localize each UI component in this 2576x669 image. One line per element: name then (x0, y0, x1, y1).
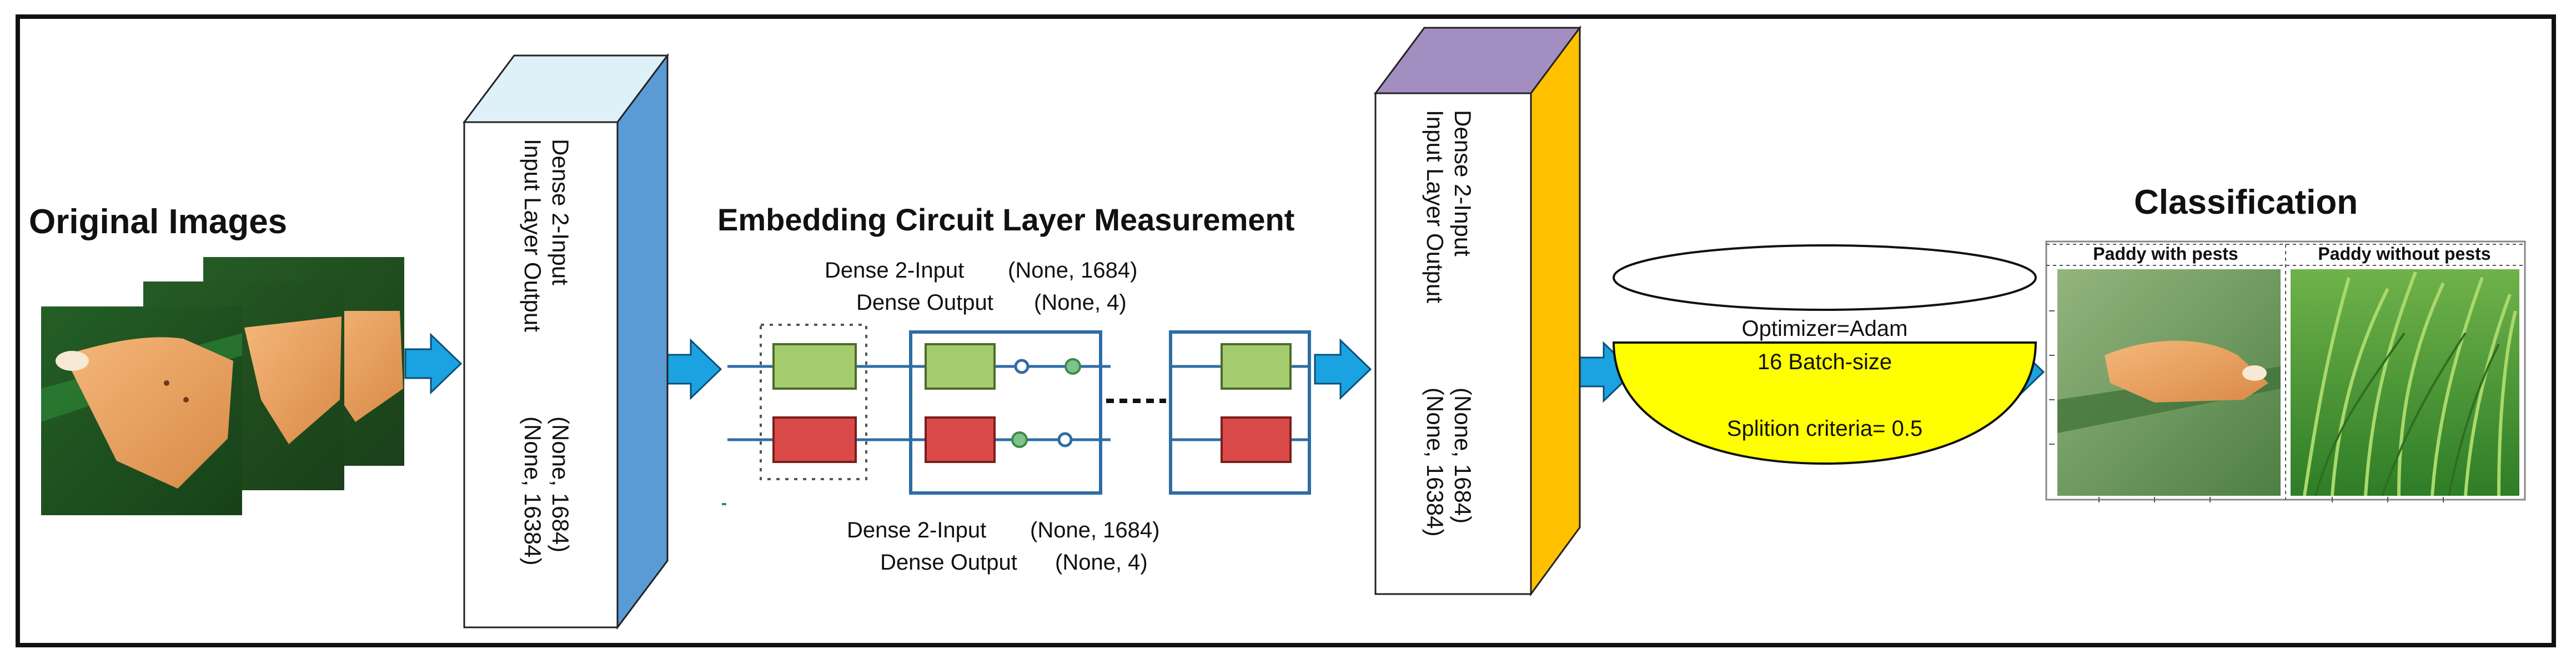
circuit-layer-box-2 (1169, 330, 1311, 495)
encoding-gate-red (772, 416, 857, 463)
circuit-top-output-value: (None, 4) (1034, 290, 1127, 315)
control-dot-2 (1057, 432, 1073, 447)
original-image-1 (41, 306, 242, 515)
target-gate-2 (1011, 431, 1028, 448)
optimizer-label: Optimizer=Adam (1742, 316, 1908, 341)
circuit-top-input-value: (None, 1684) (1008, 258, 1137, 283)
classification-title: Classification (2134, 183, 2358, 222)
target-gate-1 (1064, 358, 1081, 375)
block2-front-face (1374, 92, 1532, 595)
block2-line2-value: (None, 16384) (1422, 388, 1448, 537)
block1-line1-label: Dense 2-Input (548, 139, 574, 285)
bowl-body (1612, 341, 2037, 465)
circuit-bottom-output-value: (None, 4) (1055, 550, 1148, 575)
control-dot-1 (1014, 359, 1030, 374)
image-without-pests (2291, 269, 2519, 496)
split-criteria-label: Splition criteria= 0.5 (1727, 416, 1922, 441)
optimizer-bowl: Optimizer=Adam 16 Batch-size Splition cr… (1612, 244, 2037, 465)
block1-text: Dense 2-Input (None, 1684) Input Layer O… (520, 139, 574, 566)
encoding-box (760, 324, 867, 480)
class-without-pests-label: Paddy without pests (2318, 244, 2490, 264)
original-image-stack (41, 257, 404, 515)
arrow-input-to-circuit (664, 338, 722, 400)
layer2-gate-red (1221, 416, 1292, 463)
circuit-bottom-input-label: Dense 2-Input (847, 518, 986, 542)
circuit-bottom-labels: Dense 2-Input (None, 1684) Dense Output … (847, 518, 1159, 575)
diagram-frame (16, 14, 2556, 647)
class-with-pests-label: Paddy with pests (2093, 244, 2238, 264)
circuit-top-input-label: Dense 2-Input (825, 258, 964, 283)
block1-front-face (463, 121, 619, 628)
input-layer-block: Dense 2-Input (None, 1684) Input Layer O… (463, 53, 669, 630)
circuit-top-output-label: Dense Output (856, 290, 993, 315)
circuit-layer-box-1 (909, 330, 1102, 495)
block1-side-face (616, 53, 669, 630)
layer1-gate-red (925, 416, 996, 463)
classification-panel: Paddy with pests Paddy without pests (2045, 240, 2526, 502)
layer1-gate-green (925, 343, 996, 390)
block1-line1-value: (None, 1684) (548, 416, 574, 552)
bowl-rim (1613, 244, 2037, 311)
original-images-title: Original Images (29, 203, 287, 241)
embedding-title: Embedding Circuit Layer Measurement (717, 202, 1294, 237)
circuit-bottom-input-value: (None, 1684) (1030, 518, 1159, 542)
arrow-dense-to-optimizer (1577, 341, 1635, 403)
block2-line1-value: (None, 1684) (1450, 388, 1476, 524)
circuit-top-labels: Dense 2-Input (None, 1684) Dense Output … (825, 258, 1137, 315)
image-with-pests (2057, 269, 2281, 496)
batch-size-label: 16 Batch-size (1757, 350, 1892, 374)
block1-line2-label: Input Layer Output (520, 139, 546, 332)
block1-line2-value: (None, 16384) (520, 416, 546, 566)
encoding-gate-green (772, 343, 857, 390)
block2-side-face (1530, 25, 1581, 597)
layer2-gate-green (1221, 343, 1292, 390)
arrow-images-to-input (404, 333, 463, 395)
quantum-circuit (722, 324, 1311, 505)
dense-layer-block: Dense 2-Input (None, 1684) Input Layer O… (1374, 25, 1581, 597)
block2-text: Dense 2-Input (None, 1684) Input Layer O… (1422, 110, 1476, 537)
block2-line2-label: Input Layer Output (1422, 110, 1448, 303)
arrow-circuit-to-dense (1314, 338, 1372, 400)
block2-line1-label: Dense 2-Input (1450, 110, 1476, 256)
circuit-bottom-output-label: Dense Output (880, 550, 1017, 575)
